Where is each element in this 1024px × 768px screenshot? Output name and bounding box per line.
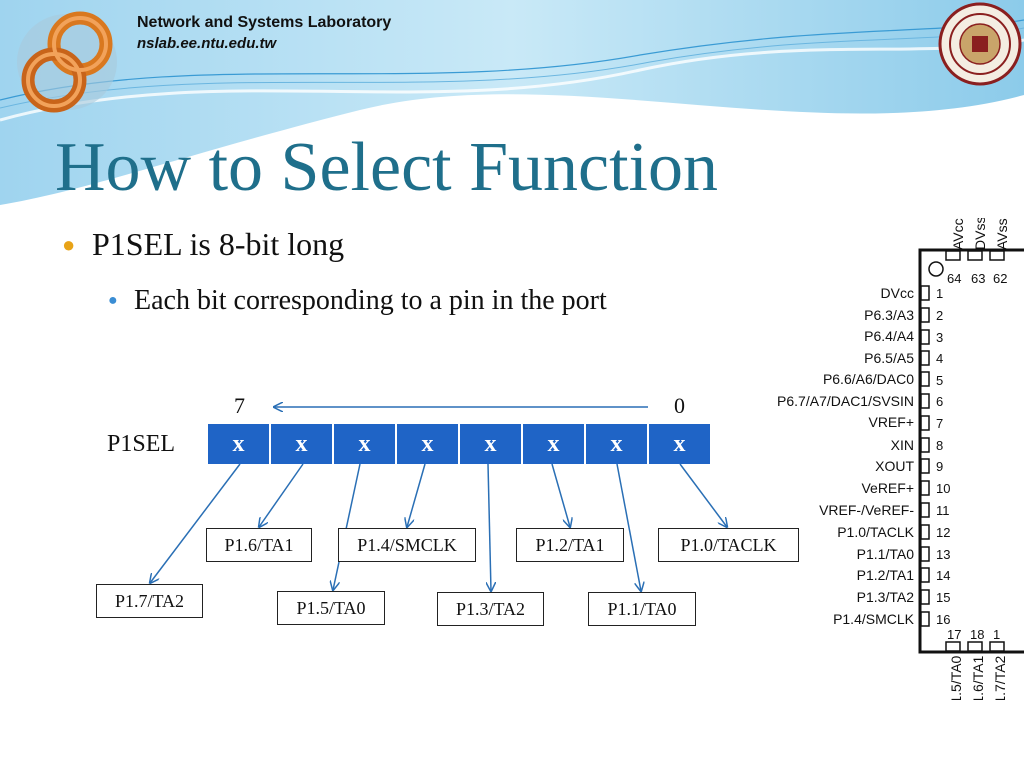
chip-pin-8-label: XIN [890, 437, 914, 453]
lab-logo-icon [17, 11, 117, 113]
bit-6: x [271, 424, 332, 464]
lab-name: Network and Systems Laboratory [137, 14, 392, 31]
pin-box-p14: P1.4/SMCLK [338, 528, 476, 562]
bullet-dot-icon: ● [62, 232, 76, 257]
chip-bottom-num-18: 18 [970, 627, 985, 642]
chip-pin-16-num: 16 [936, 612, 951, 627]
chip-pin-9-label: XOUT [875, 458, 914, 474]
chip-top-num-0: 64 [947, 271, 962, 286]
bullet-dot-icon: ● [108, 292, 118, 309]
lab-url: nslab.ee.ntu.edu.tw [137, 35, 277, 52]
header-wave-decoration [0, 0, 1024, 205]
chip-top-num-2: 62 [993, 271, 1008, 286]
register-bits: x x x x x x x x [208, 424, 712, 464]
bit-1: x [586, 424, 647, 464]
chip-top-label-avcc: AVcc [950, 218, 966, 250]
chip-top-label-avss: AVss [994, 218, 1010, 250]
chip-pin-11-label: VREF-/VeREF- [819, 502, 914, 518]
bullet-2-text: Each bit corresponding to a pin in the p… [134, 285, 607, 316]
chip-pin-6-label: P6.7/A7/DAC1/SVSIN [777, 393, 914, 409]
chip-pin-13-label: P1.1/TA0 [856, 546, 914, 562]
chip-pin-14-num: 14 [936, 568, 951, 583]
pin-box-p16: P1.6/TA1 [206, 528, 312, 562]
msb-label: 7 [234, 393, 245, 418]
chip-pin-1-num: 1 [936, 286, 944, 301]
bit-7: x [208, 424, 269, 464]
chip-pin-2-num: 2 [936, 308, 944, 323]
pin-box-p13: P1.3/TA2 [437, 592, 544, 626]
chip-pin-11-num: 11 [936, 503, 950, 518]
chip-pin-12-num: 12 [936, 525, 951, 540]
bullet-1-text: P1SEL is 8-bit long [92, 226, 345, 262]
arrow-bit7 [150, 463, 241, 583]
arrow-bit4 [407, 463, 426, 527]
register-name: P1SEL [107, 431, 176, 457]
chip-pin-7-num: 7 [936, 416, 944, 431]
bit-0: x [649, 424, 710, 464]
chip-pin-7-label: VREF+ [868, 414, 914, 430]
slide-title: How to Select Function [55, 129, 718, 206]
arrow-bit2 [551, 463, 570, 527]
arrow-bit6 [259, 463, 304, 527]
chip-pin-2-label: P6.3/A3 [864, 307, 914, 323]
arrow-bit3 [488, 463, 491, 591]
chip-pin-4-label: P6.5/A5 [864, 350, 914, 366]
chip-bottom-label-p16: P1.6/TA1 [970, 656, 986, 700]
chip-pin-6-num: 6 [936, 394, 944, 409]
chip-pin-13-num: 13 [936, 547, 951, 562]
chip-pin-8-num: 8 [936, 438, 944, 453]
bit-5: x [334, 424, 395, 464]
chip-bottom-label-p15: P1.5/TA0 [948, 656, 964, 700]
chip-bottom-label-p17: P1.7/TA2 [992, 656, 1008, 700]
chip-pin-15-label: P1.3/TA2 [856, 589, 914, 605]
chip-bottom-num-19: 1 [993, 627, 1001, 642]
chip-pin-1-label: DVcc [880, 285, 914, 301]
chip-pin-9-num: 9 [936, 459, 944, 474]
arrow-bit0 [679, 463, 727, 527]
university-seal-icon [938, 2, 1022, 86]
pin-box-p10: P1.0/TACLK [658, 528, 799, 562]
chip-pin-16-label: P1.4/SMCLK [833, 611, 914, 627]
pin-box-p12: P1.2/TA1 [516, 528, 624, 562]
chip-pin-10-label: VeREF+ [861, 480, 914, 496]
chip-pin-5-label: P6.6/A6/DAC0 [822, 371, 914, 387]
chip-pin-10-num: 10 [936, 481, 951, 496]
arrow-bit5 [333, 463, 361, 590]
pin-box-p15: P1.5/TA0 [277, 591, 385, 625]
chip-top-num-1: 63 [971, 271, 986, 286]
chip-pin-12-label: P1.0/TACLK [837, 524, 914, 540]
chip-top-label-dvss: DVss [972, 218, 988, 250]
chip-pin-3-label: P6.4/A4 [864, 328, 914, 344]
arrow-bit1 [616, 463, 641, 591]
chip-pin-14-label: P1.2/TA1 [856, 567, 914, 583]
chip-pin-3-num: 3 [936, 330, 944, 345]
chip-bottom-num-17: 17 [947, 627, 962, 642]
chip-pin-15-num: 15 [936, 590, 951, 605]
bit-4: x [397, 424, 458, 464]
chip-pin-5-num: 5 [936, 373, 944, 388]
pin-box-p17: P1.7/TA2 [96, 584, 203, 618]
lsb-label: 0 [674, 393, 685, 418]
bit-3: x [460, 424, 521, 464]
chip-pin-4-num: 4 [936, 351, 944, 366]
pin-box-p11: P1.1/TA0 [588, 592, 696, 626]
bit-2: x [523, 424, 584, 464]
